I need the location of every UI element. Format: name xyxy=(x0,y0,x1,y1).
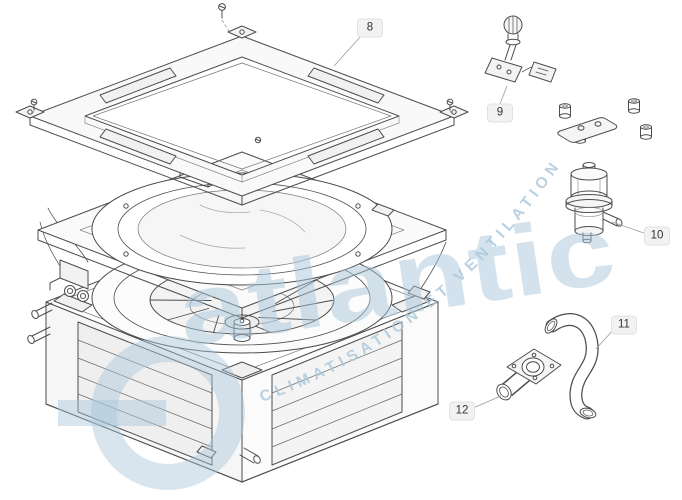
callout-11-label: 11 xyxy=(618,318,630,331)
callout-9[interactable]: 9 xyxy=(487,103,513,123)
float-switch-assembly xyxy=(484,15,557,83)
drain-hose xyxy=(544,313,599,420)
middle-chassis-frame xyxy=(37,151,447,319)
callout-10[interactable]: 10 xyxy=(644,226,670,246)
drain-pump-assembly xyxy=(565,162,623,244)
watermark-ring-logo xyxy=(91,336,245,490)
callout-8[interactable]: 8 xyxy=(357,18,383,38)
callout-12[interactable]: 12 xyxy=(449,401,475,421)
callout-12-label: 12 xyxy=(455,404,469,417)
callout-9-label: 9 xyxy=(496,106,504,119)
mounting-screws xyxy=(30,3,454,144)
top-grille-frame xyxy=(15,25,469,206)
grommets-and-mounting-plate xyxy=(557,98,652,144)
callout-8-label: 8 xyxy=(366,21,374,34)
callout-10-label: 10 xyxy=(650,229,664,242)
drain-elbow-fitting xyxy=(496,348,562,401)
callout-leader-lines xyxy=(333,34,645,409)
callout-11[interactable]: 11 xyxy=(611,315,637,335)
